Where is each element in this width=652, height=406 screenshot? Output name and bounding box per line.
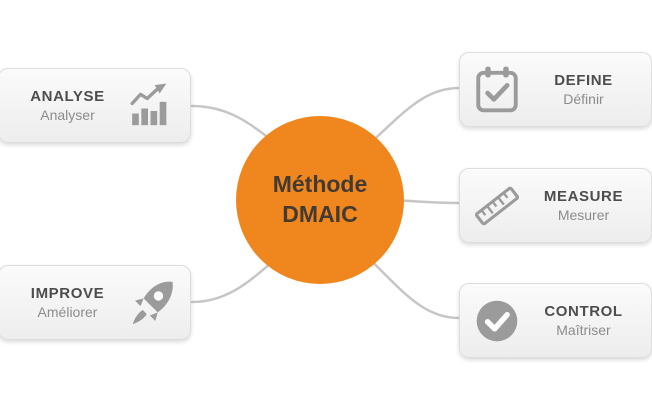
card-title: ANALYSE xyxy=(30,88,105,105)
card-measure: MEASURE Mesurer xyxy=(459,168,652,243)
card-analyse: ANALYSE Analyser xyxy=(0,68,191,143)
card-subtitle: Définir xyxy=(563,91,604,107)
card-control: CONTROL Maîtriser xyxy=(459,283,652,358)
bar-chart-icon xyxy=(130,83,167,125)
card-subtitle: Améliorer xyxy=(37,304,98,320)
card-subtitle: Maîtriser xyxy=(556,322,611,338)
card-title: DEFINE xyxy=(554,72,613,89)
calendar-check-icon xyxy=(476,66,518,112)
card-title: CONTROL xyxy=(544,303,623,320)
card-title: IMPROVE xyxy=(30,285,105,302)
center-title-line1: Méthode xyxy=(272,171,368,198)
center-title-line2: DMAIC xyxy=(282,201,358,227)
center-circle: Méthode DMAIC xyxy=(236,116,404,284)
card-improve: IMPROVE Améliorer xyxy=(0,265,191,340)
card-title: MEASURE xyxy=(543,188,624,205)
card-subtitle: Mesurer xyxy=(557,207,610,223)
ruler-icon xyxy=(474,186,520,225)
card-subtitle: Analyser xyxy=(40,107,95,123)
rocket-icon xyxy=(132,281,173,324)
card-define: DEFINE Définir xyxy=(459,52,652,127)
check-circle-icon xyxy=(476,300,518,341)
